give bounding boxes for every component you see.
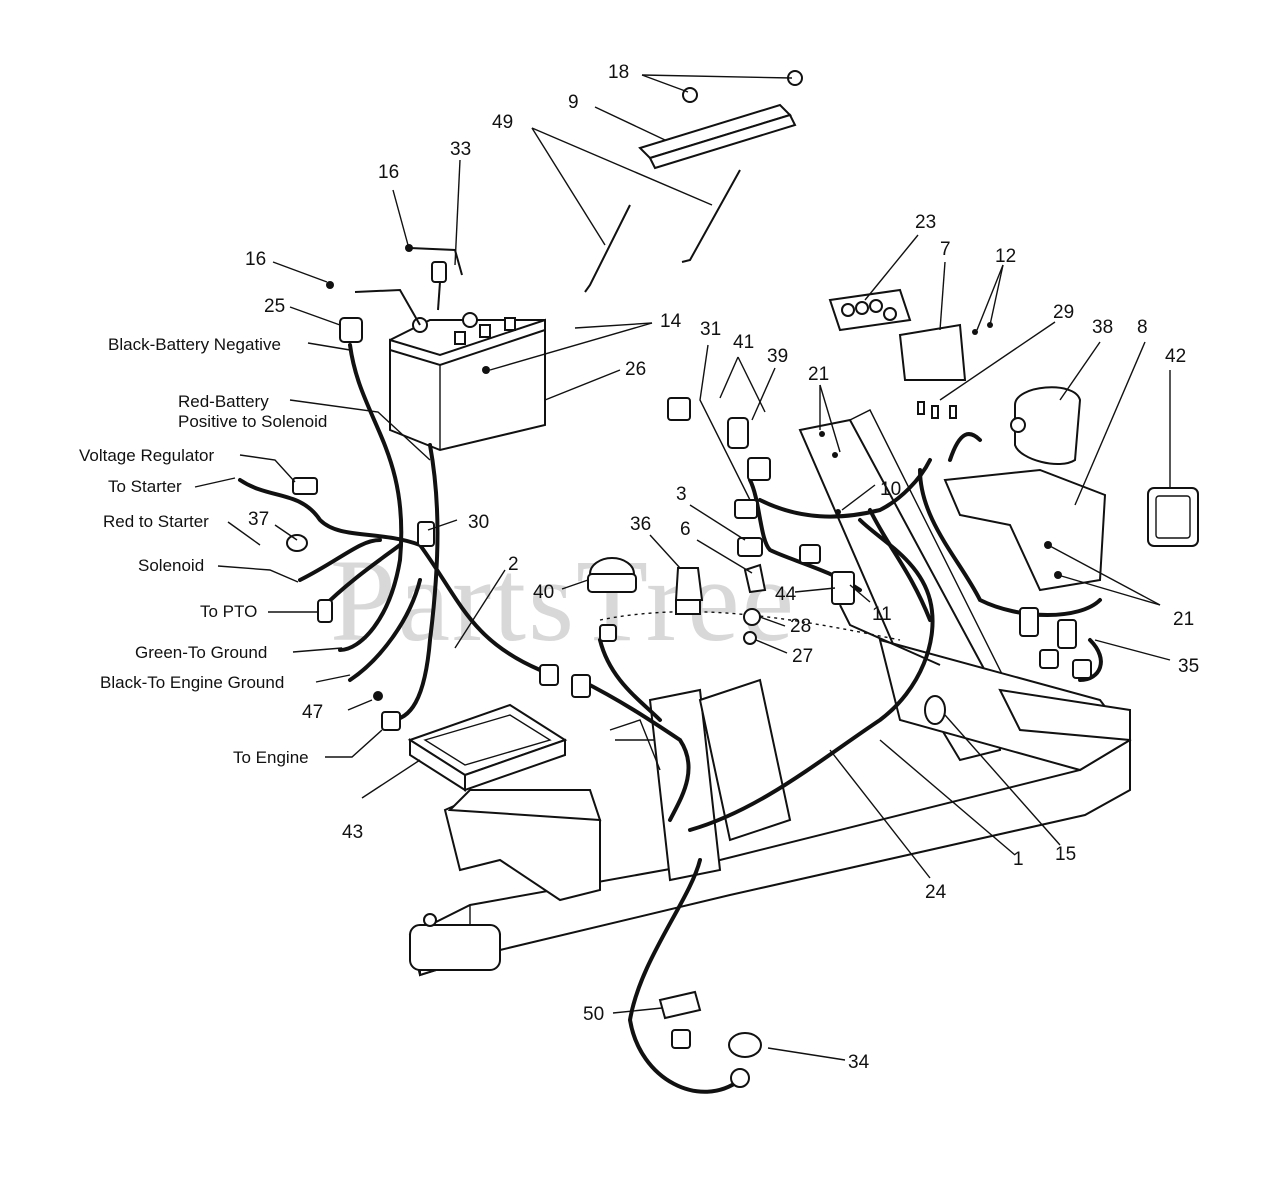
label-to-engine: To Engine	[233, 748, 309, 767]
callout-50: 50	[583, 1004, 604, 1025]
label-to-pto: To PTO	[200, 602, 257, 621]
callout-43: 43	[342, 822, 363, 843]
callout-41: 41	[733, 332, 754, 353]
callout-12: 12	[995, 246, 1016, 267]
callout-10: 10	[880, 479, 901, 500]
callout-34: 34	[848, 1052, 870, 1073]
label-to-starter: To Starter	[108, 477, 182, 496]
callout-3: 3	[676, 484, 687, 505]
callout-14: 14	[660, 311, 682, 332]
j-bolt-b	[681, 169, 741, 263]
hold-down-strap	[638, 103, 797, 170]
label-solenoid: Solenoid	[138, 556, 204, 575]
callout-38: 38	[1092, 317, 1113, 338]
callout-21a: 21	[808, 364, 829, 385]
callout-8: 8	[1137, 317, 1148, 338]
callout-37: 37	[248, 509, 269, 530]
watermark: PartsTree	[330, 535, 796, 666]
label-black-battery-negative: Black-Battery Negative	[108, 335, 281, 354]
label-red-battery-line2: Positive to Solenoid	[178, 412, 327, 431]
callout-29: 29	[1053, 302, 1074, 323]
callout-11: 11	[872, 604, 892, 625]
callout-9: 9	[568, 92, 579, 113]
callout-1: 1	[1013, 849, 1024, 870]
callout-35: 35	[1178, 656, 1199, 677]
callout-39: 39	[767, 346, 788, 367]
battery-tray	[407, 703, 568, 792]
callout-23: 23	[915, 212, 936, 233]
callout-31: 31	[700, 319, 721, 340]
callout-40: 40	[533, 582, 554, 603]
callout-16b: 16	[245, 249, 266, 270]
battery-terminals	[326, 244, 463, 343]
callout-33: 33	[450, 139, 471, 160]
callout-30: 30	[468, 512, 489, 533]
leader-lines	[194, 74, 1171, 1061]
callout-7: 7	[940, 239, 951, 260]
label-red-battery-line1: Red-Battery	[178, 392, 269, 411]
callout-15: 15	[1055, 844, 1076, 865]
callout-49: 49	[492, 112, 513, 133]
description-labels: Black-Battery Negative Red-Battery Posit…	[79, 335, 327, 767]
j-bolt-a	[584, 204, 631, 293]
callout-16a: 16	[378, 162, 399, 183]
callout-28: 28	[790, 616, 811, 637]
callout-numbers: 18 9 49 33 16 16 25 14 26 23 7 12 29 38 …	[245, 62, 1199, 1073]
nut-18a	[682, 87, 698, 103]
callout-18: 18	[608, 62, 629, 83]
label-voltage-regulator: Voltage Regulator	[79, 446, 214, 465]
battery	[389, 312, 546, 452]
callout-25: 25	[264, 296, 285, 317]
label-red-to-starter: Red to Starter	[103, 512, 209, 531]
wire-harness	[238, 343, 1103, 1094]
callout-6: 6	[680, 519, 691, 540]
label-green-to-ground: Green-To Ground	[135, 643, 267, 662]
label-black-to-engine-ground: Black-To Engine Ground	[100, 673, 284, 692]
callout-26: 26	[625, 359, 646, 380]
callout-36: 36	[630, 514, 651, 535]
callout-27: 27	[792, 646, 813, 667]
components	[286, 288, 1199, 1088]
callout-44: 44	[775, 584, 797, 605]
callout-42: 42	[1165, 346, 1186, 367]
callout-47: 47	[302, 702, 323, 723]
callout-24: 24	[925, 882, 947, 903]
callout-21b: 21	[1173, 609, 1194, 630]
callout-2: 2	[508, 554, 519, 575]
